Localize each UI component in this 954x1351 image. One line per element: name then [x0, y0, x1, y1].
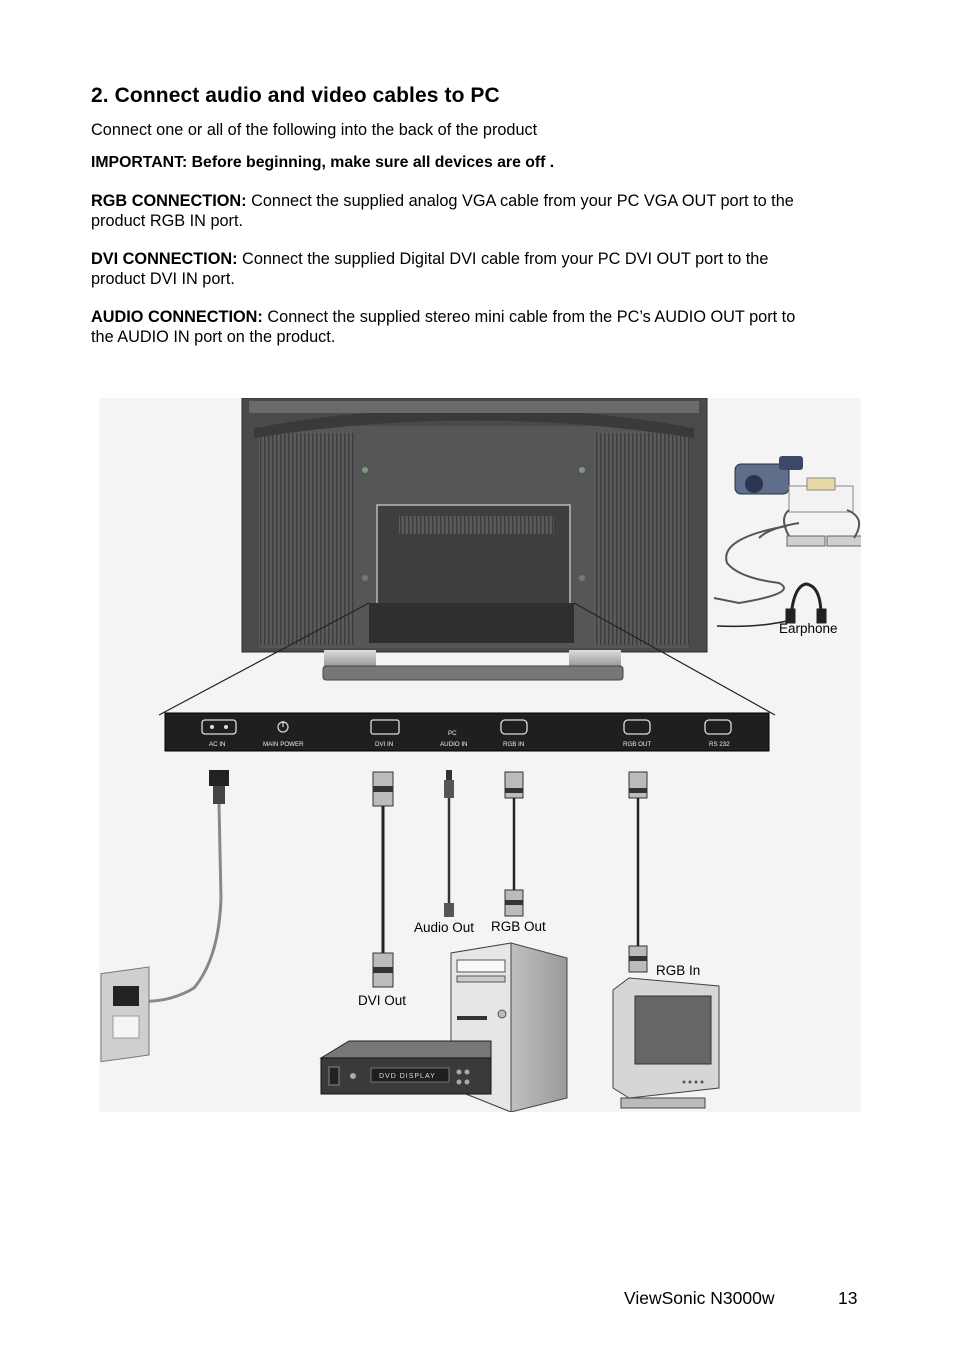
earphone-icon — [716, 582, 827, 628]
audio-connection-text-2: the AUDIO IN port on the product. — [91, 328, 336, 346]
audio-out-label: Audio Out — [414, 920, 474, 935]
rgb-connection-text-2: product RGB IN port. — [91, 212, 244, 230]
intro-text: Connect one or all of the following into… — [91, 121, 538, 139]
tv-back-illustration — [241, 398, 708, 681]
port-panel: AC IN MAIN POWER DVI IN PC AUDIO IN RGB … — [164, 712, 770, 752]
zoom-line-right — [573, 602, 776, 716]
audio-cable — [444, 770, 454, 917]
dvi-connection-text-1: Connect the supplied Digital DVI cable f… — [237, 250, 769, 268]
dvi-out-label: DVI Out — [358, 993, 406, 1008]
footer-brand: ViewSonic N3000w — [624, 1288, 775, 1308]
connection-diagram: Earphone AC IN MAIN POWER DVI IN PC — [99, 398, 861, 1112]
rs232-port-icon — [704, 719, 732, 735]
rgb-out-port-icon — [623, 719, 651, 735]
av-cables — [713, 509, 861, 605]
audio-connection-text-1: Connect the supplied stereo mini cable f… — [262, 308, 796, 326]
power-icon — [277, 721, 289, 733]
section-heading: 2. Connect audio and video cables to PC — [91, 84, 500, 107]
dvi-connection-label: DVI CONNECTION: — [91, 250, 238, 268]
rs232-label: RS 232 — [709, 741, 730, 748]
camcorder-illustration — [734, 456, 803, 495]
rgb-in-label: RGB IN — [503, 741, 524, 748]
dvi-connection-paragraph: DVI CONNECTION: Connect the supplied Dig… — [91, 249, 871, 289]
dvi-connection-text-2: product DVI IN port. — [91, 270, 235, 288]
rgb-connection-text-1: Connect the supplied analog VGA cable fr… — [246, 192, 794, 210]
rgb-out-cable-label: RGB Out — [491, 919, 546, 934]
power-cable — [138, 770, 229, 1003]
ac-in-label: AC IN — [209, 741, 226, 748]
monitor-illustration — [612, 977, 720, 1109]
rgb-out-label: RGB OUT — [623, 741, 651, 748]
rgb-cable-monitor — [628, 771, 648, 973]
dvi-in-port-icon — [370, 719, 400, 735]
audio-connection-paragraph: AUDIO CONNECTION: Connect the supplied s… — [91, 307, 871, 347]
dvi-in-label: DVI IN — [375, 741, 393, 748]
ac-in-port-icon — [201, 719, 237, 735]
rgb-in-cable-label: RGB In — [656, 963, 700, 978]
audio-in-label: AUDIO IN — [440, 741, 468, 748]
dvi-cable — [372, 771, 394, 988]
audio-connection-label: AUDIO CONNECTION: — [91, 308, 263, 326]
rgb-in-port-icon — [500, 719, 528, 735]
important-note: IMPORTANT: Before beginning, make sure a… — [91, 154, 555, 171]
page-number: 13 — [838, 1288, 858, 1308]
rgb-connection-paragraph: RGB CONNECTION: Connect the supplied ana… — [91, 191, 871, 231]
dvd-display-label: DVD DISPLAY — [379, 1073, 436, 1080]
wall-outlet-illustration — [100, 966, 150, 1063]
rgb-cable-pc — [504, 771, 524, 917]
dvd-player-illustration: DVD DISPLAY — [319, 1040, 492, 1095]
zoom-line-left — [158, 602, 370, 716]
pc-label: PC — [448, 730, 457, 737]
rgb-connection-label: RGB CONNECTION: — [91, 192, 247, 210]
main-power-label: MAIN POWER — [263, 741, 304, 748]
game-console-illustration — [786, 477, 861, 547]
earphone-label: Earphone — [779, 621, 838, 636]
